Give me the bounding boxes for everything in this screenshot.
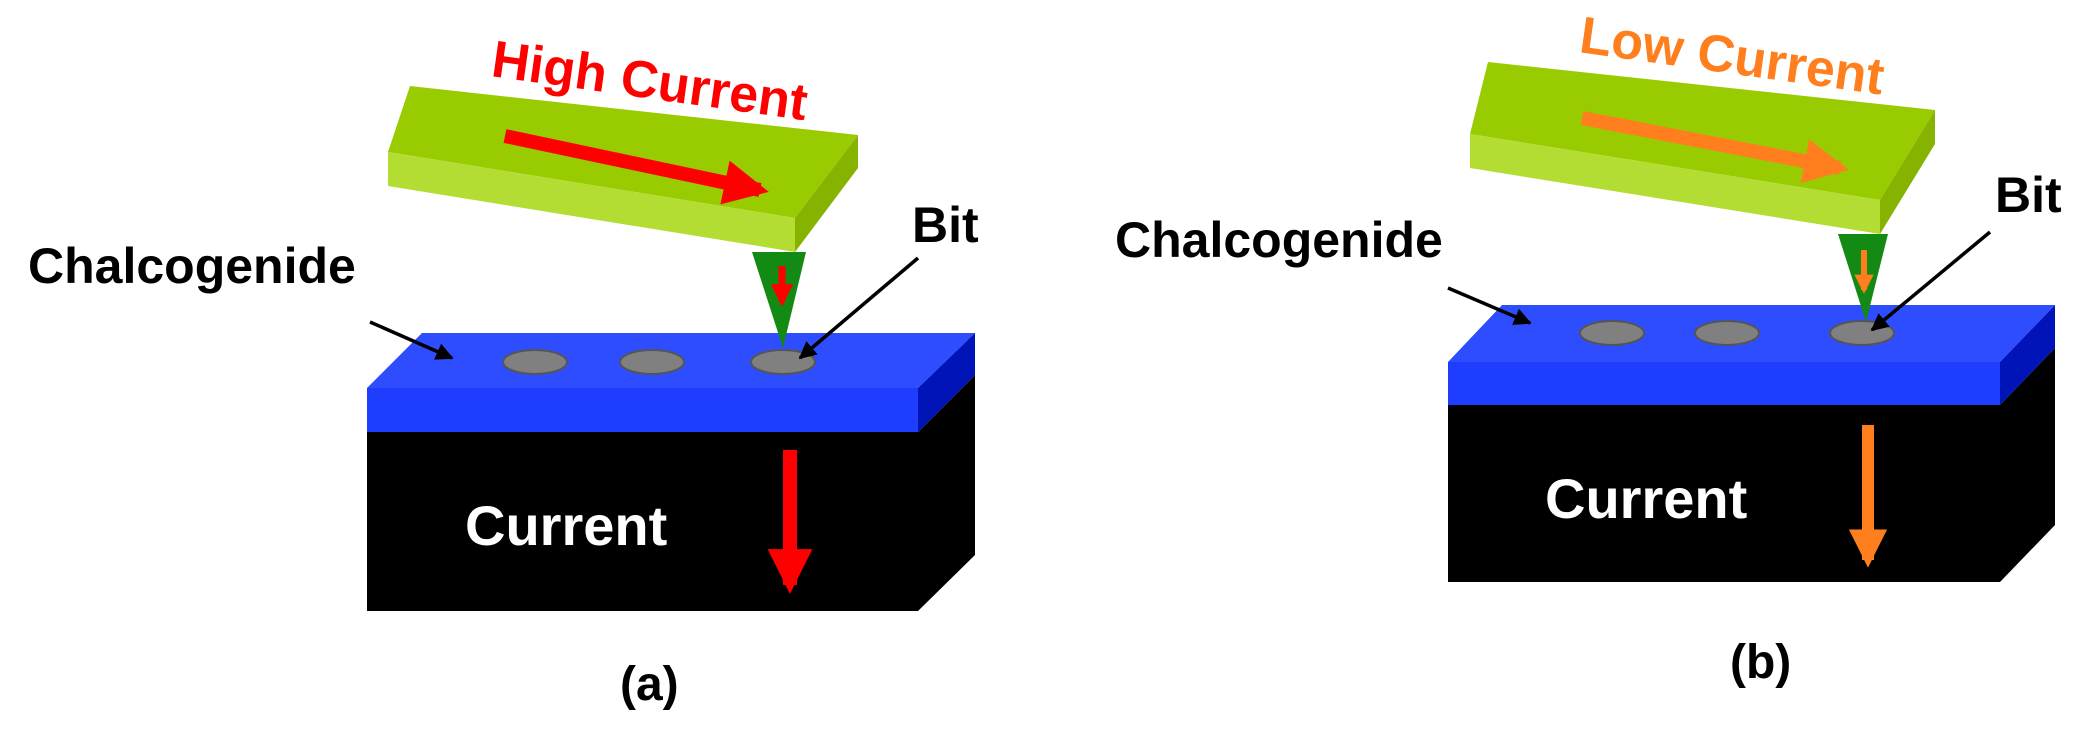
bit-a-2 bbox=[619, 349, 685, 375]
caption-a: (a) bbox=[620, 658, 679, 711]
bit-b-3 bbox=[1829, 320, 1895, 346]
chalcogenide-pointer-b bbox=[1447, 286, 1532, 325]
cantilever-current-arrow-b bbox=[1580, 111, 1849, 184]
substrate-label-b: Current bbox=[1545, 467, 1747, 530]
bit-a-1 bbox=[502, 349, 568, 375]
bit-pointer-a bbox=[798, 256, 920, 360]
panel-a: High Current Chalcogenide Bit Current (a… bbox=[28, 30, 979, 711]
panel-b: Low Current Chalcogenide Bit Current (b) bbox=[1115, 6, 2062, 689]
cantilever-current-arrow-a bbox=[503, 129, 769, 205]
caption-b: (b) bbox=[1730, 636, 1791, 689]
bit-b-2 bbox=[1694, 320, 1760, 346]
substrate-label-a: Current bbox=[465, 494, 667, 557]
bit-label-b: Bit bbox=[1995, 167, 2062, 223]
chalcogenide-label-a: Chalcogenide bbox=[28, 238, 356, 294]
chalcogenide-layer-a bbox=[367, 333, 975, 432]
chalcogenide-layer-b bbox=[1448, 305, 2055, 405]
bit-b-1 bbox=[1579, 320, 1645, 346]
bit-pointer-b bbox=[1870, 230, 1992, 332]
chalcogenide-label-b: Chalcogenide bbox=[1115, 212, 1443, 268]
chalcogenide-pointer-a bbox=[369, 320, 454, 360]
bit-label-a: Bit bbox=[912, 197, 979, 253]
